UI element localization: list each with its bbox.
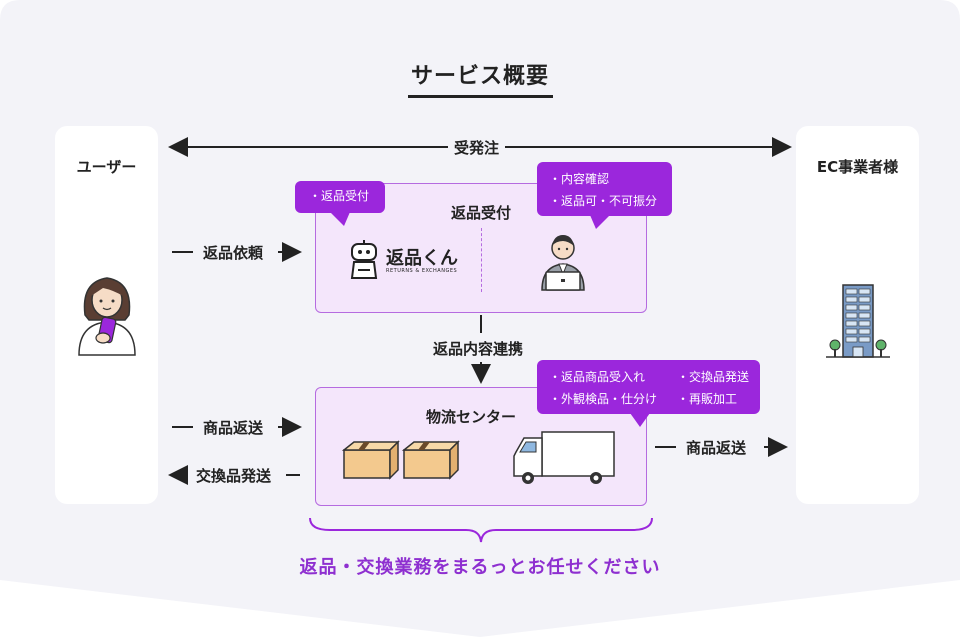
tagline: 返品・交換業務をまるっとお任せください <box>299 557 661 578</box>
operator-with-laptop-icon <box>541 235 585 291</box>
bubble-item: 返品可・不可振分 <box>549 190 672 212</box>
bubble-tail <box>590 215 610 229</box>
return-bubble-left: 返品受付 <box>295 181 385 213</box>
merchant-label: EC事業者様 <box>816 158 899 176</box>
logistics-bubble: 返品商品受入れ 外観検品・仕分け 交換品発送 再販加工 <box>537 360 760 414</box>
bubble-item: 外観検品・仕分け <box>549 388 677 410</box>
woman-with-phone-icon <box>78 277 136 356</box>
bubble-item: 交換品発送 <box>677 366 749 388</box>
page-title: サービス概要 <box>410 64 549 89</box>
bubble-item: 返品商品受入れ <box>549 366 677 388</box>
box-divider <box>481 228 482 292</box>
merchant-return-label: 商品返送 <box>686 439 747 457</box>
return-info-link-label: 返品内容連携 <box>433 340 524 358</box>
user-label: ユーザー <box>76 158 137 176</box>
title-underline <box>408 95 553 98</box>
order-label: 受発注 <box>448 137 506 158</box>
robot-mascot-icon <box>350 240 378 279</box>
service-logo-subtext: RETURNS & EXCHANGES <box>386 268 458 274</box>
office-building-icon <box>826 284 890 358</box>
bubble-tail <box>330 212 350 226</box>
bubble-item: 返品受付 <box>309 185 385 207</box>
delivery-truck-icon <box>513 431 615 484</box>
user-panel: ユーザー <box>55 126 158 504</box>
cardboard-boxes-icon <box>342 440 460 480</box>
exchange-ship-label: 交換品発送 <box>196 467 272 485</box>
bubble-item: 内容確認 <box>549 168 672 190</box>
bubble-tail <box>630 413 650 427</box>
return-bubble-right: 内容確認 返品可・不可振分 <box>537 162 672 216</box>
bubble-item: 再販加工 <box>677 388 749 410</box>
return-request-label: 返品依頼 <box>203 244 264 262</box>
merchant-panel: EC事業者様 <box>796 126 919 504</box>
service-logo-text: 返品くん <box>386 248 458 269</box>
product-return-label: 商品返送 <box>203 419 264 437</box>
return-reception-title: 返品受付 <box>450 204 511 222</box>
logistics-center-title: 物流センター <box>425 408 516 426</box>
